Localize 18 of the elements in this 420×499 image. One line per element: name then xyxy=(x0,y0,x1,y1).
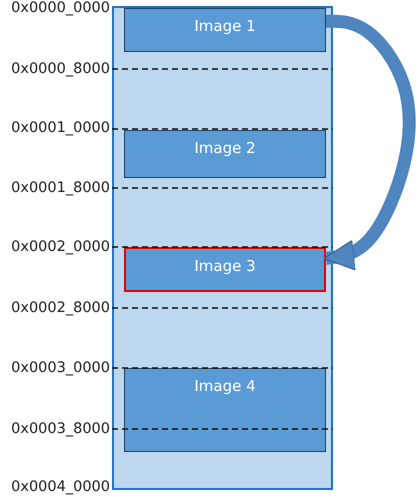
memory-map-box xyxy=(112,6,333,490)
memory-block xyxy=(124,130,326,178)
memory-block xyxy=(124,247,326,292)
address-label: 0x0002_8000 xyxy=(10,299,110,318)
block-label: Image 1 xyxy=(194,17,256,35)
address-label: 0x0002_0000 xyxy=(10,238,110,257)
address-label: 0x0001_8000 xyxy=(10,179,110,198)
address-label: 0x0000_0000 xyxy=(10,0,110,18)
block-label: Image 4 xyxy=(194,377,256,395)
block-label: Image 2 xyxy=(194,139,256,157)
block-label: Image 3 xyxy=(194,257,256,275)
address-label: 0x0004_0000 xyxy=(10,478,110,497)
address-label: 0x0000_8000 xyxy=(10,60,110,79)
address-label: 0x0001_0000 xyxy=(10,119,110,138)
memory-block xyxy=(124,8,326,52)
address-label: 0x0003_0000 xyxy=(10,359,110,378)
address-label: 0x0003_8000 xyxy=(10,420,110,439)
memory-block xyxy=(124,368,326,452)
